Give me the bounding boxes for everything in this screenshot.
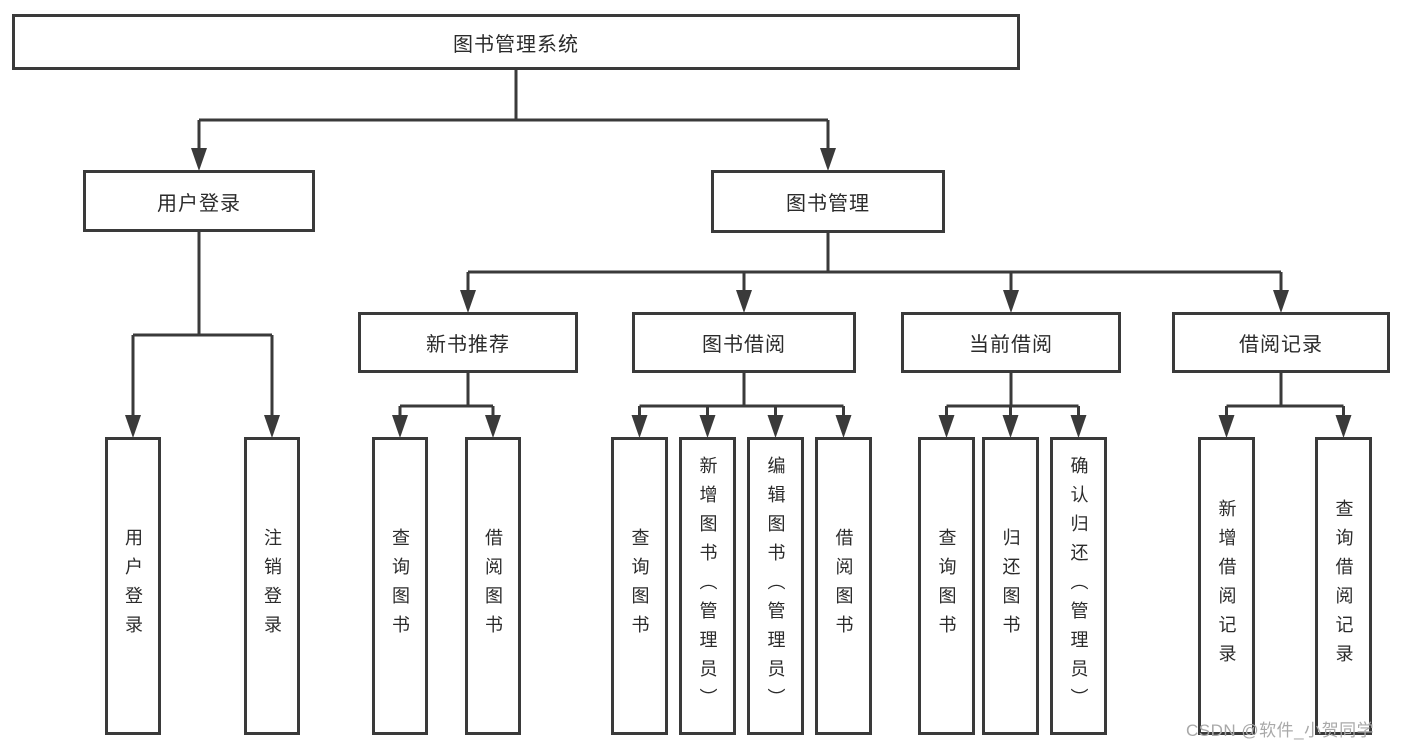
arrowhead-icon	[938, 415, 955, 438]
node-leaf-borrow-book-1: 借阅图书	[465, 437, 521, 735]
node-label-leaf-confirm-return: 确认归还（管理员）	[1068, 455, 1089, 717]
node-label-leaf-query-book-2: 查询图书	[629, 528, 650, 644]
node-label-current-borrowing: 当前借阅	[969, 334, 1053, 356]
node-label-leaf-return-book: 归还图书	[1000, 528, 1021, 644]
node-borrowing-records: 借阅记录	[1172, 312, 1390, 373]
arrowhead-icon	[631, 415, 648, 438]
arrowhead-icon	[736, 290, 752, 313]
arrowhead-icon	[820, 148, 836, 171]
node-leaf-confirm-return: 确认归还（管理员）	[1050, 437, 1107, 735]
node-label-root: 图书管理系统	[453, 33, 579, 56]
arrowhead-icon	[125, 415, 141, 438]
node-leaf-add-record: 新增借阅记录	[1198, 437, 1255, 735]
node-label-user-login: 用户登录	[157, 192, 241, 215]
node-leaf-borrow-book-2: 借阅图书	[815, 437, 872, 735]
node-leaf-add-book: 新增图书（管理员）	[679, 437, 736, 735]
node-root: 图书管理系统	[12, 14, 1020, 70]
node-label-leaf-borrow-book-1: 借阅图书	[483, 528, 503, 644]
node-new-book-recommend: 新书推荐	[358, 312, 578, 373]
node-leaf-edit-book: 编辑图书（管理员）	[747, 437, 804, 735]
node-leaf-query-book-1: 查询图书	[372, 437, 428, 735]
node-label-book-management: 图书管理	[786, 193, 870, 215]
arrowhead-icon	[264, 415, 280, 438]
watermark-text: CSDN @软件_小贺同学	[1186, 721, 1375, 740]
node-leaf-return-book: 归还图书	[982, 437, 1039, 735]
node-label-leaf-query-book-1: 查询图书	[390, 528, 410, 644]
node-leaf-query-book-3: 查询图书	[918, 437, 975, 735]
node-label-leaf-edit-book: 编辑图书（管理员）	[765, 455, 786, 717]
node-leaf-user-login: 用户登录	[105, 437, 161, 735]
node-leaf-query-book-2: 查询图书	[611, 437, 668, 735]
node-label-leaf-add-book: 新增图书（管理员）	[697, 455, 718, 717]
node-label-leaf-user-login: 用户登录	[123, 528, 143, 644]
node-leaf-logout: 注销登录	[244, 437, 300, 735]
node-label-book-borrowing: 图书借阅	[702, 334, 786, 356]
arrowhead-icon	[1273, 290, 1289, 313]
node-label-leaf-add-record: 新增借阅记录	[1216, 499, 1237, 673]
node-label-leaf-query-record: 查询借阅记录	[1333, 499, 1354, 673]
node-label-leaf-borrow-book-2: 借阅图书	[833, 528, 854, 644]
node-current-borrowing: 当前借阅	[901, 312, 1121, 373]
node-label-new-book-recommend: 新书推荐	[426, 334, 510, 356]
node-book-borrowing: 图书借阅	[632, 312, 856, 373]
arrowhead-icon	[1335, 415, 1352, 438]
node-label-leaf-logout: 注销登录	[262, 528, 282, 644]
node-leaf-query-record: 查询借阅记录	[1315, 437, 1372, 735]
arrowhead-icon	[1070, 415, 1087, 438]
arrowhead-icon	[1218, 415, 1235, 438]
node-label-borrowing-records: 借阅记录	[1239, 334, 1323, 356]
arrowhead-icon	[835, 415, 852, 438]
arrowhead-icon	[1003, 290, 1019, 313]
arrowhead-icon	[767, 415, 784, 438]
arrowhead-icon	[485, 415, 501, 438]
arrowhead-icon	[699, 415, 716, 438]
node-user-login: 用户登录	[83, 170, 315, 232]
arrowhead-icon	[460, 290, 476, 313]
node-label-leaf-query-book-3: 查询图书	[936, 528, 957, 644]
arrowhead-icon	[392, 415, 408, 438]
arrowhead-icon	[1002, 415, 1019, 438]
arrowhead-icon	[191, 148, 207, 171]
node-book-management: 图书管理	[711, 170, 945, 233]
